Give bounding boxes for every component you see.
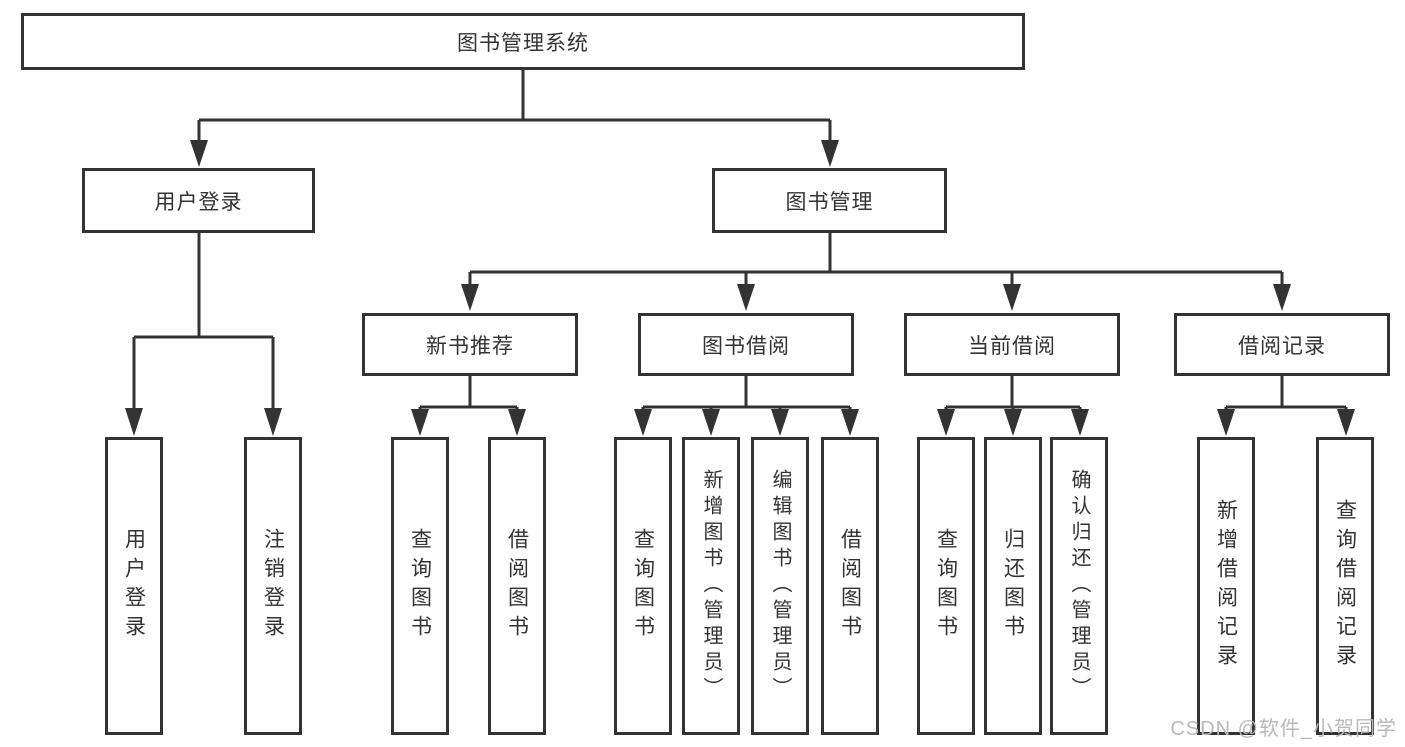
leaf-label: 借阅图书 [505,528,529,644]
leaf-query-book-2: 查询图书 [614,437,672,735]
arrow-down-icons [125,140,1355,436]
node-new-book-recommend: 新书推荐 [362,313,578,376]
leaf-label: 新增图书（管理员） [700,469,722,703]
leaf-add-borrow-record: 新增借阅记录 [1197,437,1255,735]
leaf-borrow-book-1: 借阅图书 [488,437,546,735]
leaf-query-book-1: 查询图书 [391,437,449,735]
leaf-label: 编辑图书（管理员） [769,469,791,703]
leaf-query-borrow-record: 查询借阅记录 [1316,437,1374,735]
node-root-system: 图书管理系统 [21,13,1025,70]
leaf-confirm-return-admin: 确认归还（管理员） [1050,437,1108,735]
leaf-label: 注销登录 [261,528,285,644]
leaf-label: 归还图书 [1001,528,1025,644]
node-borrow-record: 借阅记录 [1174,313,1390,376]
leaf-add-book-admin: 新增图书（管理员） [682,437,740,735]
leaf-label: 查询图书 [934,528,958,644]
node-book-borrow: 图书借阅 [638,313,854,376]
leaf-label: 新增借阅记录 [1214,499,1238,673]
node-book-management-module: 图书管理 [712,168,947,233]
node-user-login-module: 用户登录 [82,168,315,233]
leaf-user-login: 用户登录 [105,437,163,735]
leaf-borrow-book-2: 借阅图书 [821,437,879,735]
tree-edges [132,70,1348,414]
leaf-label: 查询借阅记录 [1333,499,1357,673]
leaf-label: 查询图书 [631,528,655,644]
leaf-label: 用户登录 [122,528,146,644]
leaf-label: 借阅图书 [838,528,862,644]
leaf-query-book-3: 查询图书 [917,437,975,735]
leaf-edit-book-admin: 编辑图书（管理员） [751,437,809,735]
leaf-label: 查询图书 [408,528,432,644]
node-current-borrow: 当前借阅 [904,313,1120,376]
leaf-logout: 注销登录 [244,437,302,735]
csdn-watermark: CSDN @软件_小贺同学 [1170,718,1397,740]
leaf-return-book: 归还图书 [984,437,1042,735]
leaf-label: 确认归还（管理员） [1068,469,1090,703]
